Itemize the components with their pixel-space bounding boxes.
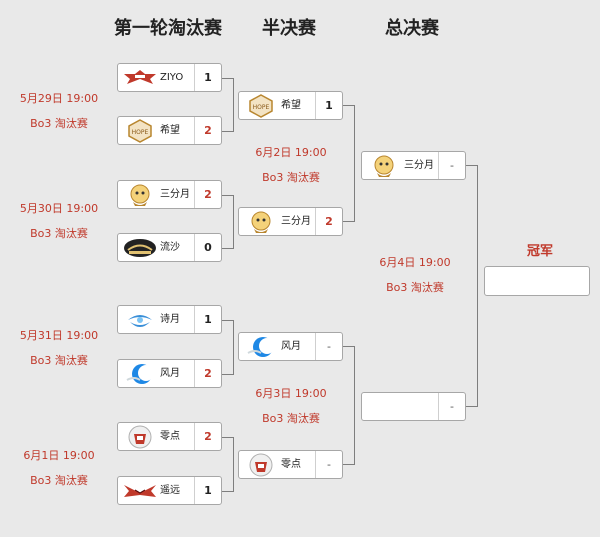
team-name: 风月 bbox=[281, 341, 301, 352]
team-name: 三分月 bbox=[281, 216, 311, 227]
team-score: 1 bbox=[315, 92, 342, 119]
team-score: 2 bbox=[194, 360, 221, 387]
match-info-1: 5月29日 19:00 Bo3 淘汰赛 bbox=[4, 86, 114, 136]
match-format: Bo3 淘汰赛 bbox=[30, 474, 88, 487]
team-score: 1 bbox=[194, 64, 221, 91]
team-score: - bbox=[315, 451, 342, 478]
match-time: 5月29日 19:00 bbox=[19, 92, 99, 105]
yaoyuan-logo-icon bbox=[123, 479, 157, 503]
svg-text:HOPE: HOPE bbox=[132, 129, 149, 136]
team-score: 2 bbox=[315, 208, 342, 235]
sanfenyue-logo-icon bbox=[244, 210, 278, 234]
match-info-4: 6月1日 19:00 Bo3 淘汰赛 bbox=[4, 443, 114, 493]
team-score: 1 bbox=[194, 306, 221, 333]
team-name: ZIYO bbox=[160, 72, 184, 83]
match-format: Bo3 淘汰赛 bbox=[30, 227, 88, 240]
team-slot-lingdian[interactable]: 零点 2 bbox=[117, 422, 222, 451]
hope-logo-icon: HOPE bbox=[123, 119, 157, 143]
shiyue-logo-icon bbox=[123, 308, 157, 332]
champion-slot[interactable] bbox=[484, 266, 590, 296]
team-score: 0 bbox=[194, 234, 221, 261]
semi-slot-fengyue[interactable]: 风月 - bbox=[238, 332, 343, 361]
match-time: 6月4日 19:00 bbox=[379, 256, 451, 269]
team-name: 风月 bbox=[160, 368, 180, 379]
round-title-semifinal: 半决赛 bbox=[262, 18, 316, 39]
team-name: 零点 bbox=[281, 459, 301, 470]
fengyue-logo-icon bbox=[244, 335, 278, 359]
match-format: Bo3 淘汰赛 bbox=[30, 117, 88, 130]
lingdian-logo-icon bbox=[123, 425, 157, 449]
match-info-semi-2: 6月3日 19:00 Bo3 淘汰赛 bbox=[236, 381, 346, 431]
round-title-first: 第一轮淘汰赛 bbox=[114, 18, 222, 39]
team-name: 零点 bbox=[160, 431, 180, 442]
match-format: Bo3 淘汰赛 bbox=[262, 171, 320, 184]
match-format: Bo3 淘汰赛 bbox=[30, 354, 88, 367]
team-slot-sanfenyue[interactable]: 三分月 2 bbox=[117, 180, 222, 209]
sanfenyue-logo-icon bbox=[367, 154, 401, 178]
fengyue-logo-icon bbox=[123, 362, 157, 386]
team-slot-fengyue[interactable]: 风月 2 bbox=[117, 359, 222, 388]
match-time: 6月3日 19:00 bbox=[255, 387, 327, 400]
final-slot-sanfenyue[interactable]: 三分月 - bbox=[361, 151, 466, 180]
semi-slot-hope[interactable]: HOPE 希望 1 bbox=[238, 91, 343, 120]
team-name: 希望 bbox=[160, 125, 180, 136]
team-name: 三分月 bbox=[160, 189, 190, 200]
team-score: 2 bbox=[194, 423, 221, 450]
round-title-final: 总决赛 bbox=[385, 18, 439, 39]
team-score: 1 bbox=[194, 477, 221, 504]
match-time: 6月2日 19:00 bbox=[255, 146, 327, 159]
team-score: - bbox=[438, 393, 465, 420]
hope-logo-icon: HOPE bbox=[244, 94, 278, 118]
team-name: 诗月 bbox=[160, 314, 180, 325]
svg-text:HOPE: HOPE bbox=[253, 104, 270, 111]
team-name: 三分月 bbox=[404, 160, 434, 171]
match-info-3: 5月31日 19:00 Bo3 淘汰赛 bbox=[4, 323, 114, 373]
team-score: - bbox=[438, 152, 465, 179]
team-slot-hope[interactable]: HOPE 希望 2 bbox=[117, 116, 222, 145]
team-name: 流沙 bbox=[160, 242, 180, 253]
match-info-semi-1: 6月2日 19:00 Bo3 淘汰赛 bbox=[236, 140, 346, 190]
liusha-logo-icon bbox=[123, 236, 157, 260]
sanfenyue-logo-icon bbox=[123, 183, 157, 207]
match-info-final: 6月4日 19:00 Bo3 淘汰赛 bbox=[360, 250, 470, 300]
team-slot-liusha[interactable]: 流沙 0 bbox=[117, 233, 222, 262]
champion-label: 冠军 bbox=[526, 244, 553, 259]
match-format: Bo3 淘汰赛 bbox=[262, 412, 320, 425]
match-time: 6月1日 19:00 bbox=[23, 449, 95, 462]
team-name: 希望 bbox=[281, 100, 301, 111]
semi-slot-lingdian[interactable]: 零点 - bbox=[238, 450, 343, 479]
final-slot-tbd[interactable]: - bbox=[361, 392, 466, 421]
team-score: - bbox=[315, 333, 342, 360]
lingdian-logo-icon bbox=[244, 453, 278, 477]
team-slot-ziyo[interactable]: ZIYO 1 bbox=[117, 63, 222, 92]
team-score: 2 bbox=[194, 181, 221, 208]
team-score: 2 bbox=[194, 117, 221, 144]
match-info-2: 5月30日 19:00 Bo3 淘汰赛 bbox=[4, 196, 114, 246]
semi-slot-sanfenyue[interactable]: 三分月 2 bbox=[238, 207, 343, 236]
team-slot-shiyue[interactable]: 诗月 1 bbox=[117, 305, 222, 334]
match-format: Bo3 淘汰赛 bbox=[386, 281, 444, 294]
match-time: 5月30日 19:00 bbox=[19, 202, 99, 215]
ziyo-logo-icon bbox=[123, 66, 157, 90]
team-slot-yaoyuan[interactable]: 遥远 1 bbox=[117, 476, 222, 505]
team-name: 遥远 bbox=[160, 485, 180, 496]
match-time: 5月31日 19:00 bbox=[19, 329, 99, 342]
